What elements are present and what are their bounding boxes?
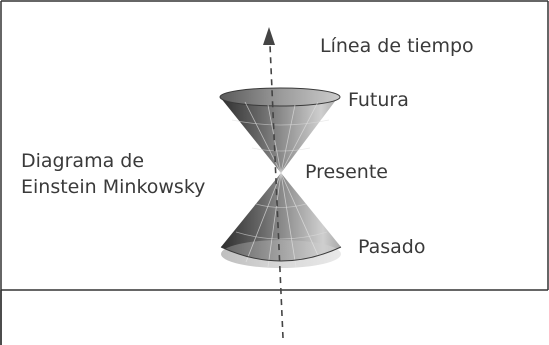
past-cone	[220, 172, 342, 268]
diagram-title: Diagrama de Einstein Minkowsky	[21, 148, 205, 200]
present-label: Presente	[305, 161, 388, 183]
diagram-title-line1: Diagrama de	[21, 150, 145, 172]
time-axis-label: Línea de tiempo	[320, 35, 474, 57]
arrow-up-icon	[263, 27, 275, 45]
future-label: Futura	[348, 89, 409, 111]
past-label: Pasado	[358, 236, 426, 258]
diagram-title-line2: Einstein Minkowsky	[21, 176, 206, 198]
time-axis	[263, 27, 284, 339]
